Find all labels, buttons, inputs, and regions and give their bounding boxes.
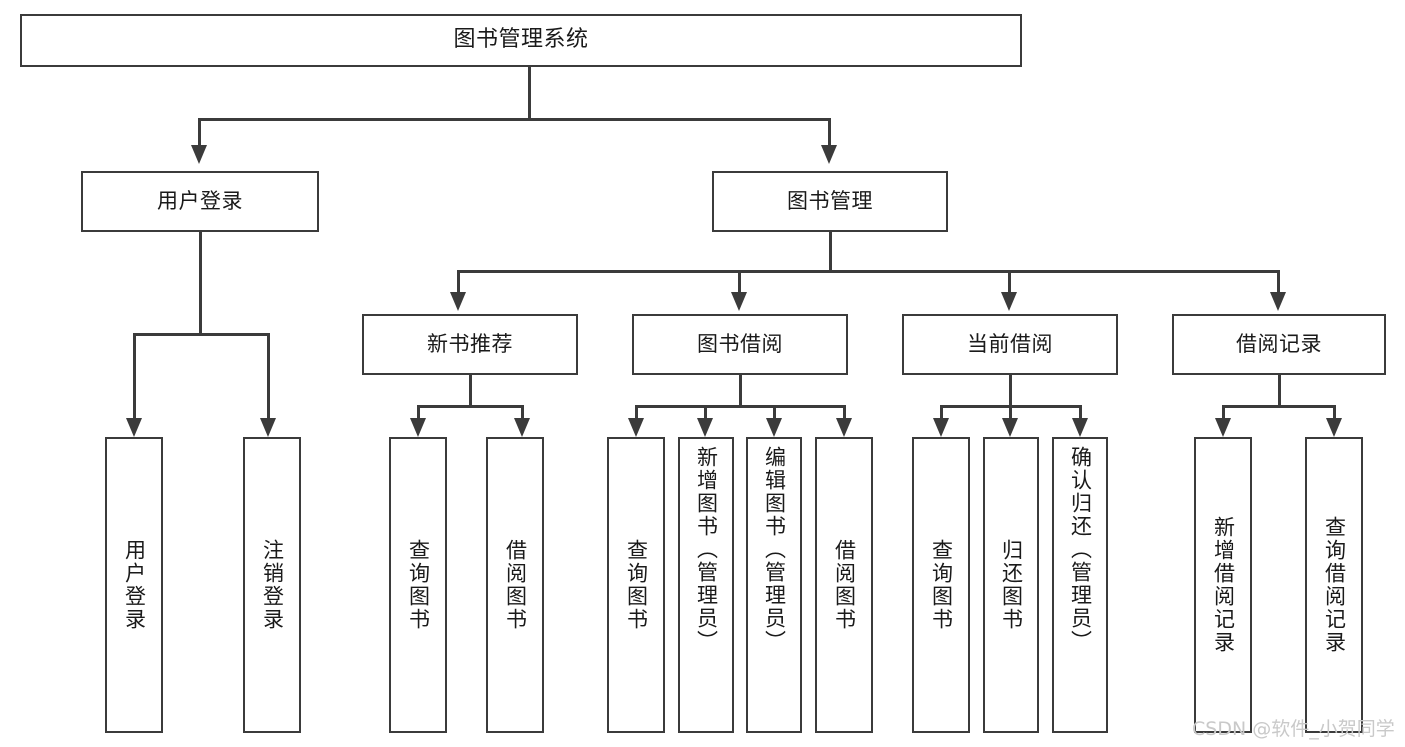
leaf-nbr-borrow-book[interactable]: 借阅图书 [486,437,544,733]
node-book-management[interactable]: 图书管理 [712,171,948,232]
node-label: 用户登录 [122,539,147,631]
node-label: 借阅图书 [832,539,857,631]
arrow-to-leaf-br-1 [1326,418,1342,437]
node-label: 新书推荐 [427,331,513,356]
connector-book-borrow-branch-bar [635,405,846,408]
connector-drop-leaf-bb-3 [843,405,846,418]
node-root-book-management-system[interactable]: 图书管理系统 [20,14,1022,67]
leaf-bb-query-book[interactable]: 查询图书 [607,437,665,733]
csdn-watermark: CSDN @软件_小贺同学 [1192,718,1395,740]
connector-drop-leaf-user-login-1 [267,333,270,418]
arrow-to-book-management [821,145,837,164]
arrow-to-leaf-user-login-1 [260,418,276,437]
arrow-to-borrow-record [1270,292,1286,311]
node-book-borrow[interactable]: 图书借阅 [632,314,848,375]
leaf-bb-borrow-book[interactable]: 借阅图书 [815,437,873,733]
connector-drop-leaf-br-1 [1333,405,1336,418]
leaf-nbr-query-book[interactable]: 查询图书 [389,437,447,733]
connector-drop-user-login [198,118,201,145]
leaf-user-login-login[interactable]: 用户登录 [105,437,163,733]
arrow-to-leaf-cb-2 [1072,418,1088,437]
connector-level3-branch-bar [457,270,1280,273]
leaf-cb-confirm-return-admin[interactable]: 确认归还（管理员） [1052,437,1108,733]
node-label: 查询图书 [406,539,431,631]
arrow-to-leaf-cb-1 [1002,418,1018,437]
node-label: 图书管理系统 [453,27,589,53]
arrow-to-leaf-bb-3 [836,418,852,437]
leaf-bb-edit-book-admin[interactable]: 编辑图书（管理员） [746,437,802,733]
node-label: 借阅图书 [503,539,528,631]
connector-root-stem [528,67,531,120]
connector-drop-leaf-nbr-0 [417,405,420,418]
arrow-to-leaf-bb-0 [628,418,644,437]
node-new-book-recommend[interactable]: 新书推荐 [362,314,578,375]
connector-drop-leaf-cb-0 [940,405,943,418]
arrow-to-current-borrow [1001,292,1017,311]
arrow-to-new-book-recommend [450,292,466,311]
node-label: 新增图书（管理员） [694,446,719,653]
arrow-to-leaf-nbr-0 [410,418,426,437]
connector-drop-leaf-nbr-1 [521,405,524,418]
connector-drop-leaf-bb-0 [635,405,638,418]
connector-drop-leaf-cb-2 [1079,405,1082,418]
connector-drop-current-borrow [1008,270,1011,292]
node-label: 归还图书 [999,539,1024,631]
node-label: 当前借阅 [967,331,1053,356]
connector-drop-borrow-record [1277,270,1280,292]
connector-borrow-record-branch-bar [1222,405,1336,408]
arrow-to-leaf-br-0 [1215,418,1231,437]
node-label: 注销登录 [260,539,285,631]
arrow-to-leaf-nbr-1 [514,418,530,437]
node-borrow-record[interactable]: 借阅记录 [1172,314,1386,375]
connector-new-book-recommend-stem [469,375,472,405]
leaf-user-login-logout[interactable]: 注销登录 [243,437,301,733]
connector-new-book-recommend-branch-bar [417,405,524,408]
node-label: 编辑图书（管理员） [762,446,787,653]
leaf-br-add-record[interactable]: 新增借阅记录 [1194,437,1252,733]
arrow-to-book-borrow [731,292,747,311]
connector-current-borrow-stem [1009,375,1012,405]
connector-book-management-stem [829,232,832,270]
arrow-to-leaf-cb-0 [933,418,949,437]
node-label: 查询借阅记录 [1322,516,1347,654]
node-user-login[interactable]: 用户登录 [81,171,319,232]
connector-drop-leaf-br-0 [1222,405,1225,418]
connector-drop-book-borrow [738,270,741,292]
leaf-cb-query-book[interactable]: 查询图书 [912,437,970,733]
connector-book-borrow-stem [739,375,742,405]
connector-top-branch-bar [198,118,831,121]
arrow-to-leaf-bb-2 [766,418,782,437]
node-current-borrow[interactable]: 当前借阅 [902,314,1118,375]
leaf-bb-add-book-admin[interactable]: 新增图书（管理员） [678,437,734,733]
connector-drop-leaf-cb-1 [1009,405,1012,418]
connector-user-login-branch-bar [133,333,269,336]
connector-drop-leaf-bb-1 [704,405,707,418]
connector-drop-book-management [828,118,831,145]
connector-borrow-record-stem [1278,375,1281,405]
node-label: 查询图书 [624,539,649,631]
connector-drop-leaf-bb-2 [773,405,776,418]
node-label: 图书借阅 [697,331,783,356]
node-label: 用户登录 [157,188,243,213]
connector-user-login-stem [199,232,202,333]
connector-drop-new-book-recommend [457,270,460,292]
node-label: 借阅记录 [1236,331,1322,356]
connector-drop-leaf-user-login-0 [133,333,136,418]
node-label: 新增借阅记录 [1211,516,1236,654]
node-label: 查询图书 [929,539,954,631]
node-label: 图书管理 [787,188,873,213]
leaf-cb-return-book[interactable]: 归还图书 [983,437,1039,733]
arrow-to-leaf-user-login-0 [126,418,142,437]
arrow-to-leaf-bb-1 [697,418,713,437]
leaf-br-query-record[interactable]: 查询借阅记录 [1305,437,1363,733]
node-label: 确认归还（管理员） [1068,446,1093,653]
arrow-to-user-login [191,145,207,164]
